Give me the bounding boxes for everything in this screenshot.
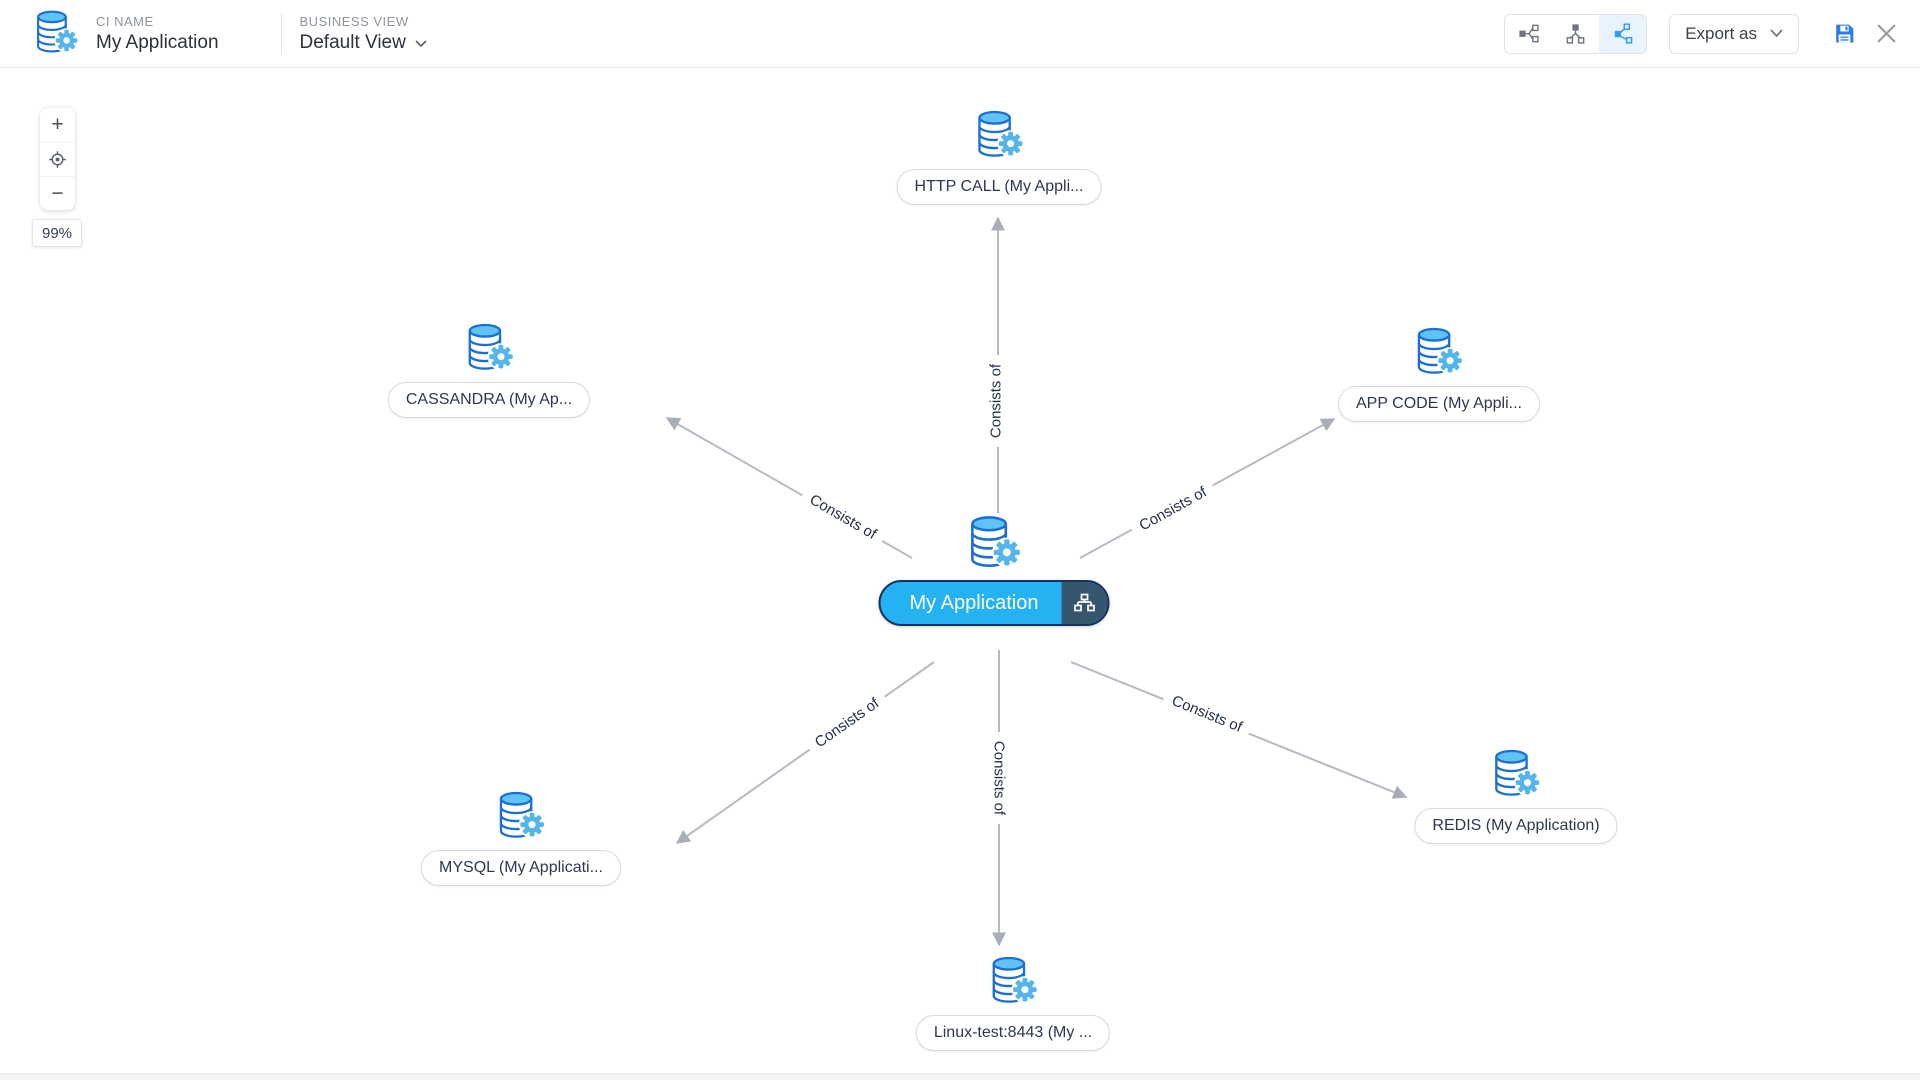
fit-to-center-button[interactable]	[40, 142, 75, 176]
node-app-code[interactable]: APP CODE (My Appli...	[1338, 325, 1540, 422]
database-gear-icon	[984, 954, 1041, 1011]
zoom-out-button[interactable]: −	[40, 176, 75, 210]
edge-lower-left	[675, 661, 935, 844]
database-gear-icon	[30, 8, 82, 60]
edge-label-top: Consists of	[983, 355, 1009, 447]
edge-label-upper-left: Consists of	[796, 482, 890, 552]
layout-radial-button[interactable]	[1599, 14, 1647, 53]
save-icon	[1832, 21, 1857, 46]
chevron-down-icon	[415, 40, 427, 47]
ci-name-field: CI NAME My Application	[96, 14, 219, 54]
zoom-level-indicator: 99%	[32, 219, 82, 247]
edge-label-lower-left: Consists of	[801, 685, 893, 761]
layout-horizontal-tree-icon	[1517, 22, 1540, 45]
layout-horizontal-tree-button[interactable]	[1505, 14, 1553, 53]
center-node-pill[interactable]: My Application	[878, 580, 1110, 626]
node-label[interactable]: MYSQL (My Applicati...	[421, 850, 621, 886]
zoom-in-button[interactable]: +	[40, 108, 75, 142]
header-divider	[280, 13, 282, 54]
layout-radial-icon	[1611, 22, 1634, 45]
node-cassandra[interactable]: CASSANDRA (My Ap...	[387, 321, 591, 418]
node-label[interactable]: CASSANDRA (My Ap...	[387, 382, 591, 418]
header-bar: CI NAME My Application BUSINESS VIEW Def…	[0, 0, 1920, 68]
relationship-edges: Consists of Consists of Consists of Cons…	[665, 216, 1408, 947]
ci-name-label: CI NAME	[96, 13, 154, 29]
layout-vertical-tree-button[interactable]	[1552, 14, 1600, 53]
edge-label: Consists of	[988, 363, 1005, 438]
chevron-down-icon	[1770, 29, 1783, 38]
layout-switcher	[1504, 13, 1648, 54]
zoom-panel: + −	[40, 108, 75, 210]
node-my-application-center[interactable]: My Application	[878, 513, 1110, 626]
business-view-label: BUSINESS VIEW	[299, 13, 409, 29]
node-redis[interactable]: REDIS (My Application)	[1414, 747, 1618, 844]
export-as-button[interactable]: Export as	[1669, 13, 1799, 54]
edge-label-bottom: Consists of	[986, 732, 1012, 824]
database-gear-icon	[1487, 747, 1544, 804]
edge-label: Consists of	[991, 741, 1008, 816]
layout-vertical-tree-icon	[1564, 22, 1587, 45]
crosshair-icon	[47, 149, 68, 170]
business-view-value: Default View	[299, 31, 406, 53]
edge-label-upper-right: Consists of	[1126, 475, 1220, 543]
expand-hierarchy-button[interactable]	[1061, 582, 1108, 624]
business-view-field: BUSINESS VIEW Default View	[300, 14, 427, 54]
node-linux-test[interactable]: Linux-test:8443 (My ...	[915, 954, 1111, 1051]
close-button[interactable]	[1873, 20, 1900, 47]
database-gear-icon	[493, 789, 550, 846]
node-http-call[interactable]: HTTP CALL (My Appli...	[896, 108, 1102, 205]
hierarchy-icon	[1072, 591, 1096, 615]
database-gear-icon	[460, 321, 517, 378]
header-right: Export as	[1504, 13, 1920, 54]
close-icon	[1877, 24, 1896, 43]
center-node-label: My Application	[909, 591, 1039, 614]
relationship-map-canvas[interactable]: Consists of Consists of Consists of Cons…	[0, 68, 1920, 1080]
node-label[interactable]: HTTP CALL (My Appli...	[896, 169, 1102, 205]
export-as-label: Export as	[1685, 23, 1757, 43]
ci-name-value: My Application	[96, 31, 219, 53]
node-label[interactable]: REDIS (My Application)	[1414, 808, 1618, 844]
database-gear-icon	[1410, 325, 1467, 382]
node-label[interactable]: APP CODE (My Appli...	[1338, 386, 1540, 422]
save-button[interactable]	[1832, 21, 1857, 46]
node-mysql[interactable]: MYSQL (My Applicati...	[421, 789, 621, 886]
header-left: CI NAME My Application BUSINESS VIEW Def…	[0, 0, 427, 67]
business-view-dropdown[interactable]: Default View	[300, 32, 427, 54]
database-gear-icon	[971, 108, 1028, 165]
edge-label-lower-right: Consists of	[1159, 684, 1255, 744]
database-gear-icon	[963, 513, 1026, 576]
edge-label: Consists of	[812, 694, 883, 751]
horizontal-scrollbar[interactable]	[0, 1073, 1920, 1080]
node-label[interactable]: Linux-test:8443 (My ...	[915, 1015, 1111, 1051]
